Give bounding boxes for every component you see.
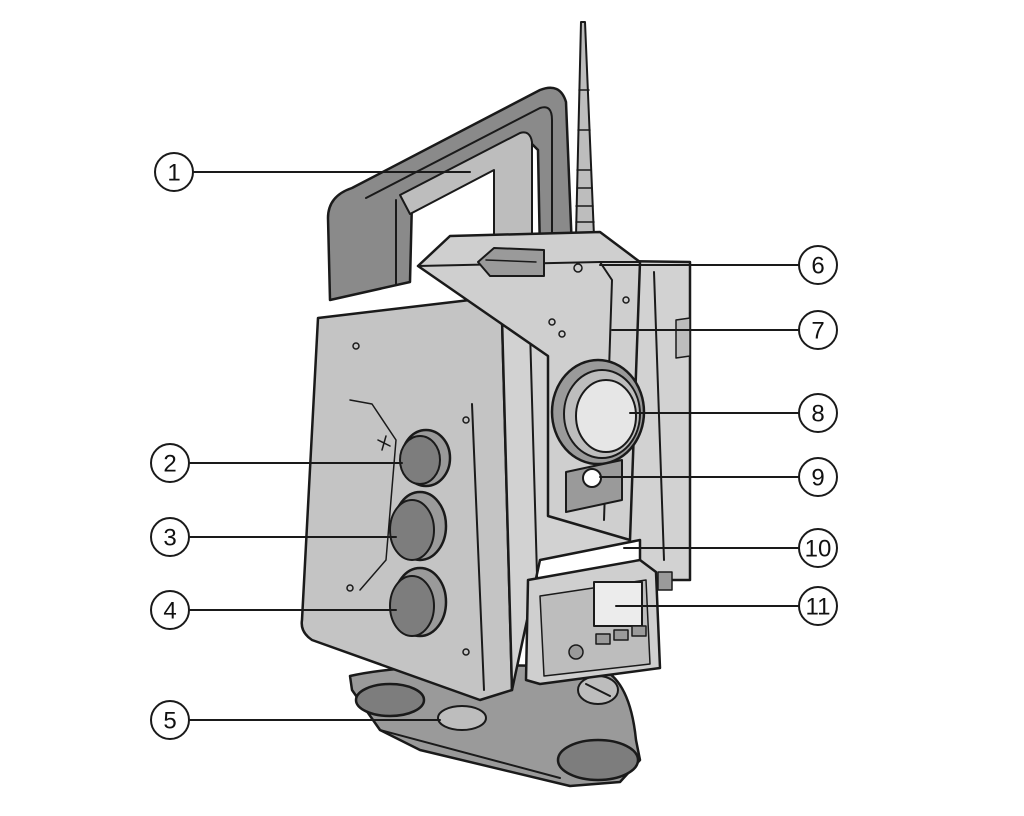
callout-number: 11 (806, 594, 831, 621)
callout-9: 9 (798, 457, 838, 497)
callout-number: 8 (811, 401, 824, 428)
callout-number: 7 (811, 318, 824, 345)
callout-2: 2 (150, 443, 190, 483)
display-panel (524, 558, 673, 686)
knob-upper (399, 428, 452, 488)
callout-5: 5 (150, 700, 190, 740)
antenna (575, 21, 595, 237)
callout-1: 1 (154, 152, 194, 192)
knob-middle (389, 490, 448, 562)
guide-light (565, 459, 623, 513)
carrying-handle (326, 86, 574, 302)
objective-lens (550, 358, 646, 466)
callouts: 1 2 3 4 5 6 7 8 (150, 152, 838, 740)
display-screen (593, 581, 643, 627)
knob-lower (389, 566, 448, 638)
callout-number: 9 (811, 465, 824, 492)
callout-7: 7 (798, 310, 838, 350)
callout-number: 5 (163, 708, 176, 735)
callout-11: 11 (798, 586, 838, 626)
callout-3: 3 (150, 517, 190, 557)
callout-8: 8 (798, 393, 838, 433)
callout-number: 6 (811, 253, 824, 280)
callout-number: 10 (805, 536, 832, 563)
callout-6: 6 (798, 245, 838, 285)
callout-number: 2 (163, 451, 176, 478)
tribrach-base (348, 664, 642, 788)
callout-10: 10 (798, 528, 838, 568)
callout-number: 1 (167, 160, 180, 187)
crosshair-mark (377, 435, 391, 451)
callout-number: 3 (163, 525, 176, 552)
callout-number: 4 (163, 598, 176, 625)
callout-4: 4 (150, 590, 190, 630)
leader-lines (189, 171, 799, 721)
